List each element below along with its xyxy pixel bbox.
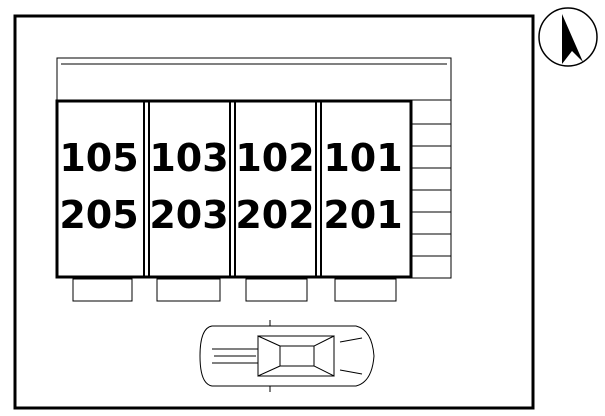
unit-ground-number: 101 [323,136,402,180]
unit-upper-number: 201 [323,193,402,237]
unit-4: 101 201 [323,136,402,237]
unit-upper-number: 203 [149,193,228,237]
unit-ground-number: 103 [149,136,228,180]
unit-dividers [143,101,322,277]
corridor [56,57,452,101]
north-arrow-icon [538,7,598,67]
unit-1: 105 205 [59,136,138,237]
unit-ground-number: 102 [235,136,314,180]
unit-2: 103 203 [149,136,228,237]
property-boundary [13,14,535,410]
unit-3: 102 202 [235,136,314,237]
staircase [411,99,452,279]
entrance-steps [72,278,397,302]
car-icon [199,320,375,392]
unit-upper-number: 202 [235,193,314,237]
unit-upper-number: 205 [59,193,138,237]
unit-ground-number: 105 [59,136,138,180]
